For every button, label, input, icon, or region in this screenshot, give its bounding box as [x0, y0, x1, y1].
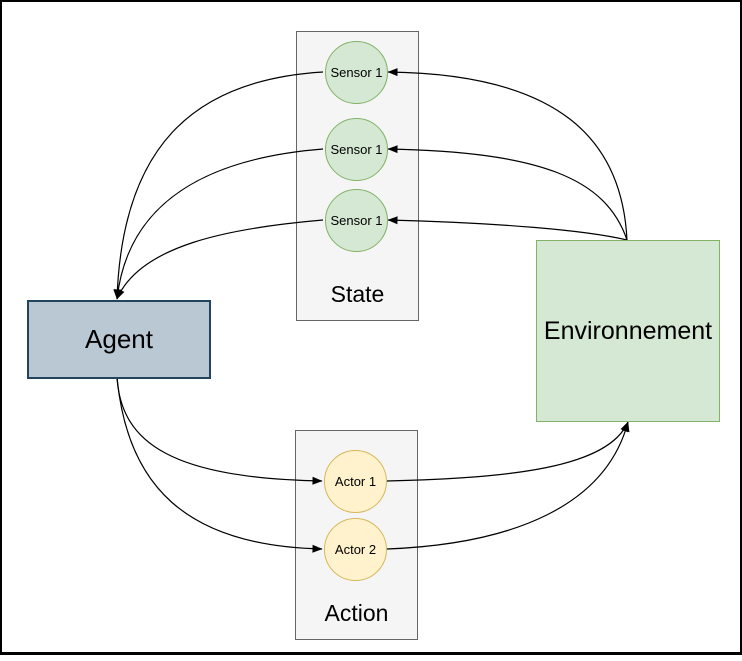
actor-node-2: Actor 2 — [324, 518, 387, 581]
actor-node-1-label: Actor 1 — [334, 474, 377, 489]
sensor-node-1: Sensor 1 — [325, 41, 388, 104]
state-group-label: State — [330, 281, 385, 307]
sensor-node-3: Sensor 1 — [325, 189, 388, 252]
sensor-node-2-label: Sensor 1 — [330, 142, 383, 157]
sensor-node-1-label: Sensor 1 — [330, 65, 383, 80]
agent-node: Agent — [27, 300, 211, 379]
actor-node-1: Actor 1 — [324, 450, 387, 513]
environment-node-label: Environnement — [543, 316, 713, 345]
sensor-node-3-label: Sensor 1 — [330, 213, 383, 228]
environment-node: Environnement — [536, 240, 720, 422]
sensor-node-2: Sensor 1 — [325, 118, 388, 181]
actor-node-2-label: Actor 2 — [334, 542, 377, 557]
action-group-label: Action — [324, 600, 389, 626]
agent-node-label: Agent — [85, 324, 153, 354]
